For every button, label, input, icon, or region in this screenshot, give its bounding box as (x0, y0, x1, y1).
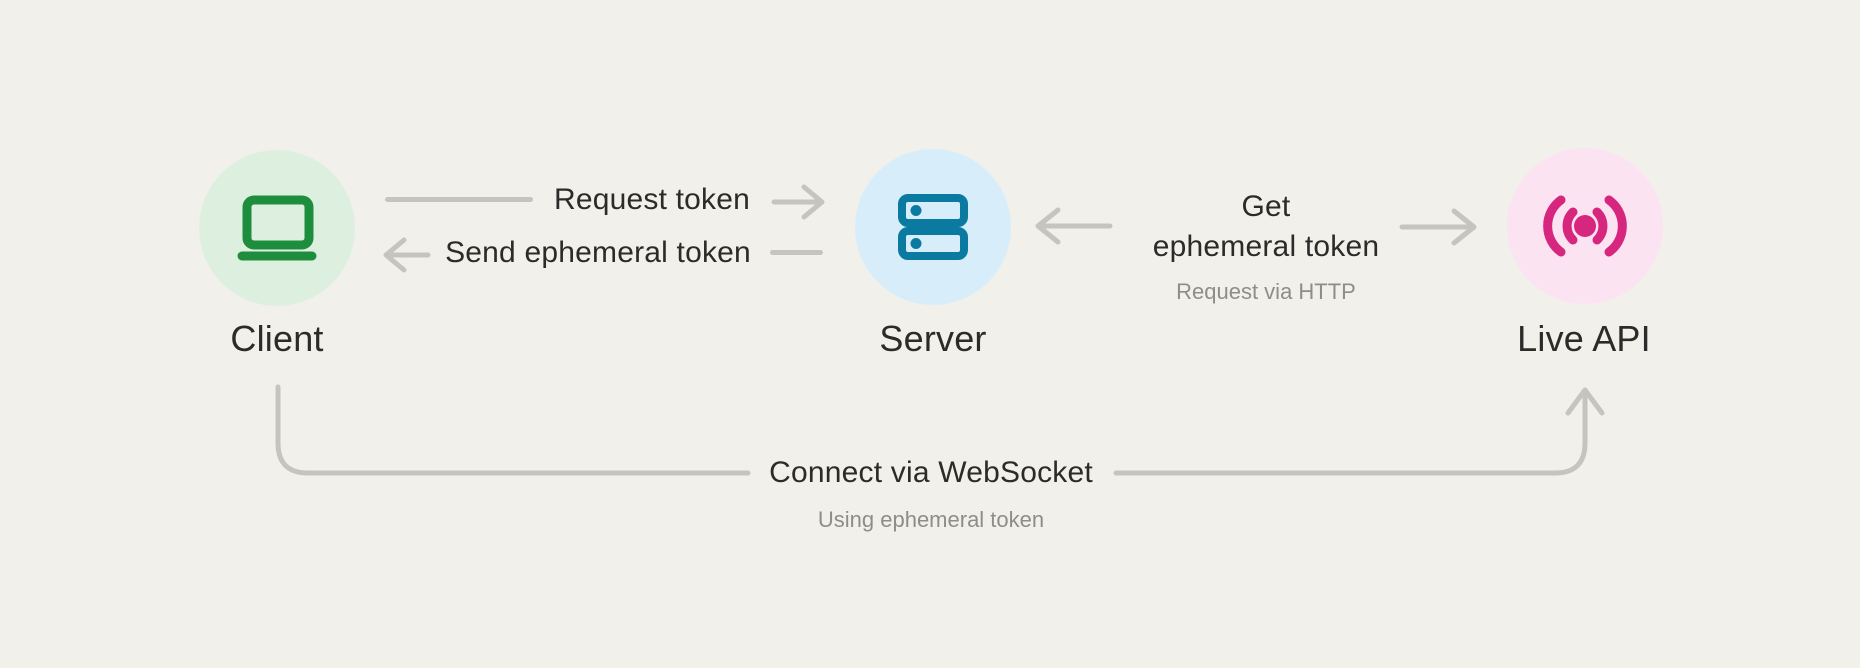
request-token-line (385, 197, 533, 202)
arrow-right-icon (1399, 208, 1477, 246)
live-api-label: Live API (1517, 318, 1651, 359)
arrow-left-icon (383, 237, 431, 273)
laptop-icon (237, 195, 317, 261)
arrow-right-icon (771, 184, 825, 220)
connect-via-websocket-label: Connect via WebSocket (769, 456, 1093, 489)
request-token-label: Request token (553, 183, 751, 216)
server-label: Server (879, 318, 987, 359)
server-node (855, 149, 1011, 305)
using-ephemeral-token-sublabel: Using ephemeral token (817, 507, 1045, 532)
request-via-http-sublabel: Request via HTTP (1176, 279, 1356, 304)
client-node (199, 150, 355, 306)
send-ephemeral-token-line (770, 250, 823, 255)
broadcast-icon (1543, 195, 1627, 257)
arrow-left-icon (1035, 207, 1113, 245)
server-icon (898, 194, 968, 260)
get-ephemeral-token-label-line1: Get (1241, 190, 1291, 223)
arrow-up-icon (1565, 387, 1605, 416)
get-ephemeral-token-label-line2: ephemeral token (1152, 230, 1380, 263)
send-ephemeral-token-label: Send ephemeral token (445, 236, 751, 269)
client-label: Client (230, 318, 324, 359)
live-api-node (1507, 148, 1663, 304)
